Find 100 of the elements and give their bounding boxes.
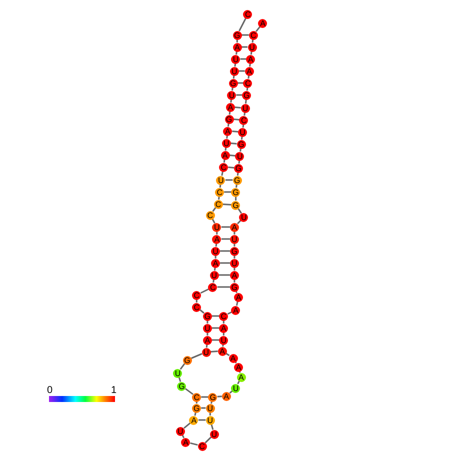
nucleotide-circle: U	[206, 416, 215, 424]
nucleotide-circle: A	[236, 372, 246, 382]
nucleotide-circle: U	[210, 430, 219, 438]
nucleotide-circle: A	[258, 18, 268, 28]
nucleotide-circle: G	[208, 392, 218, 402]
nucleotide-circle: C	[219, 162, 228, 172]
base-pair-line	[222, 204, 232, 206]
nucleotide-circle: U	[227, 90, 236, 100]
nucleotide-circle: G	[234, 164, 243, 172]
nucleotide-circle: U	[231, 384, 240, 392]
nucleotide-circle: G	[232, 176, 242, 184]
nucleotide-circle: U	[230, 234, 239, 244]
backbone-line	[191, 353, 202, 359]
nucleotide-circle: G	[224, 114, 234, 124]
backbone-line	[217, 396, 222, 398]
base-pair-line	[221, 238, 230, 240]
base-pair-line	[218, 274, 230, 276]
nucleotide-circle: U	[230, 66, 239, 76]
nucleotide-circle: A	[222, 392, 231, 400]
nucleotide-circle: C	[248, 30, 258, 40]
nucleotide-circle: G	[182, 356, 192, 364]
nucleotide-circle: A	[219, 324, 228, 332]
nucleotide-circle: C	[243, 78, 252, 88]
nucleotide-circle: U	[248, 42, 256, 52]
nucleotide-circle: C	[206, 210, 215, 220]
nucleotide-circle: A	[202, 336, 212, 344]
base-pair-line	[232, 130, 238, 132]
base-pair-line	[220, 262, 230, 264]
nucleotide-circle: G	[177, 382, 186, 390]
base-pair-line	[224, 191, 232, 193]
nucleotide-circle: A	[234, 292, 243, 302]
nucleotide-circle: G	[232, 30, 242, 40]
backbone-line	[200, 309, 204, 314]
nucleotide-circle: U	[238, 128, 248, 136]
nucleotide-circle: A	[230, 270, 239, 280]
base-pair-line	[238, 70, 245, 72]
nucleotide-circle: U	[239, 212, 248, 222]
base-pair-line	[220, 250, 230, 252]
nucleotide-circle: C	[239, 116, 248, 124]
nucleotide-circle: G	[231, 200, 240, 210]
nucleotide-circle: C	[192, 302, 202, 312]
nucleotide-circle: U	[173, 368, 182, 378]
scale-label: 1	[111, 386, 117, 396]
nucleotide-circle: A	[244, 66, 254, 76]
nucleotide-circle: A	[228, 354, 238, 362]
nucleotide-circle: A	[220, 150, 230, 160]
backbone-line	[200, 288, 210, 294]
nucleotide-circle: G	[231, 188, 240, 196]
nucleotide-circle: C	[198, 442, 207, 450]
nucleotide-circle: A	[212, 234, 222, 244]
backbone-line	[238, 371, 241, 373]
nucleotide-circle: A	[211, 258, 220, 268]
nucleotide-circle: G	[192, 404, 202, 412]
nucleotide-circle: G	[236, 140, 246, 148]
nucleotide-circle: A	[226, 102, 235, 112]
base-pair-line	[240, 58, 246, 60]
nucleotide-circle: U	[206, 404, 215, 412]
nucleotide-circle: U	[216, 176, 226, 184]
base-pair-line	[201, 407, 206, 409]
base-pair-line	[201, 396, 208, 398]
base-pair-line	[236, 94, 242, 96]
nucleotide-circle: U	[211, 246, 220, 256]
nucleotide-circle: G	[230, 282, 239, 292]
base-pair-line	[230, 142, 237, 144]
nucleotide-circle: G	[242, 90, 252, 100]
nucleotide-circle: C	[215, 188, 224, 196]
scale-label: 0	[47, 386, 53, 396]
nucleotide-circle: G	[228, 78, 238, 88]
nucleotide-circle: A	[223, 126, 232, 136]
nucleotide-circle: A	[230, 222, 239, 232]
nucleotide-circle: A	[232, 42, 242, 52]
base-pair-line	[212, 315, 220, 317]
nucleotide-circle: A	[181, 438, 190, 446]
nucleotide-circle: G	[230, 246, 239, 256]
nucleotide-circle: C	[192, 290, 202, 300]
base-pair-line	[221, 226, 230, 228]
nucleotide-circle: U	[231, 54, 240, 64]
nucleotide-circle: G	[202, 312, 212, 320]
base-pair-line	[228, 166, 234, 168]
nucleotide-circle: C	[214, 200, 223, 208]
nucleotide-circle: A	[231, 306, 240, 314]
backbone-line	[190, 442, 198, 446]
nucleotide-circle: A	[189, 416, 198, 424]
nucleotide-circle: U	[210, 270, 219, 280]
nucleotide-circle: C	[192, 392, 202, 402]
base-pair-line	[212, 327, 220, 329]
backbone-line	[178, 377, 182, 382]
base-pair-line	[225, 179, 233, 181]
base-pair-line	[210, 350, 218, 352]
base-pair-line	[217, 286, 230, 288]
backbone-line	[180, 363, 186, 370]
nucleotide-circle: A	[234, 362, 243, 372]
nucleotide-circle: A	[218, 346, 227, 356]
backbone-line	[244, 99, 247, 104]
nucleotide-circle: C	[243, 10, 252, 18]
nucleotide-circle: U	[240, 104, 250, 112]
base-pair-line	[242, 46, 248, 48]
nucleotide-circle: A	[246, 54, 256, 64]
nucleotide-circle: U	[235, 152, 244, 160]
backbone-line	[184, 388, 194, 395]
